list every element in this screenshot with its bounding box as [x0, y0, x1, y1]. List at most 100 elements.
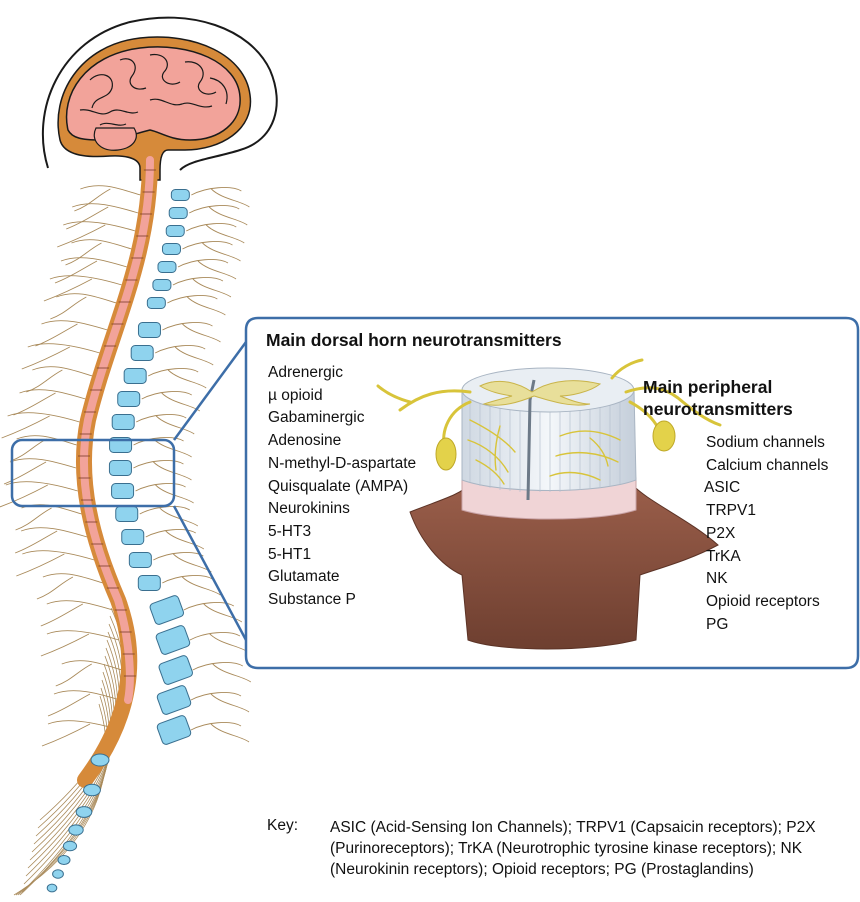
- nerve-left: [44, 276, 122, 301]
- cauda-equina-nerve: [14, 704, 106, 895]
- list-item: P2X: [706, 523, 828, 546]
- vertebra: [169, 208, 187, 219]
- list-item: Glutamate: [268, 566, 416, 589]
- list-item: 5-HT1: [268, 544, 416, 567]
- list-item: PG: [706, 614, 828, 637]
- nerve-right: [193, 663, 251, 682]
- key-text: ASIC (Acid-Sensing Ion Channels); TRPV1 …: [330, 817, 858, 880]
- nerve-left: [57, 222, 135, 247]
- nerve-right: [184, 603, 242, 622]
- peripheral-title: Main peripheral neurotransmitters: [643, 376, 843, 420]
- list-item: 5-HT3: [268, 521, 416, 544]
- ganglion-left: [436, 438, 456, 470]
- vertebra: [138, 323, 160, 338]
- nerve-right: [190, 633, 248, 652]
- vertebra: [147, 298, 165, 309]
- sacral-vertebra: [58, 856, 70, 865]
- nerve-right: [153, 553, 211, 572]
- vertebra: [131, 346, 153, 361]
- nerve-right: [173, 278, 231, 297]
- sacral-vertebra: [63, 841, 76, 851]
- nerve-left: [41, 601, 113, 626]
- nerve-right: [191, 188, 249, 207]
- dorsal-horn-title: Main dorsal horn neurotransmitters: [266, 330, 562, 351]
- nerve-right: [191, 723, 249, 742]
- vertebra: [156, 685, 192, 716]
- vertebra: [171, 190, 189, 201]
- vertebra: [158, 262, 176, 273]
- list-item: µ opioid: [268, 385, 416, 408]
- nerve-right: [155, 346, 213, 365]
- nerve-left: [4, 459, 76, 484]
- vertebra: [138, 576, 160, 591]
- vertebra: [166, 226, 184, 237]
- nerve-right: [142, 392, 200, 411]
- sacral-vertebra: [91, 754, 109, 766]
- nerve-right: [140, 507, 198, 526]
- peripheral-title-line2: neurotransmitters: [643, 398, 843, 420]
- vertebra: [153, 280, 171, 291]
- vertebra: [112, 484, 134, 499]
- list-item: Substance P: [268, 589, 416, 612]
- ganglion-right: [653, 421, 675, 451]
- vertebra: [109, 461, 131, 476]
- nerve-right: [148, 369, 206, 388]
- list-item: TRPV1: [706, 500, 828, 523]
- vertebra: [149, 595, 185, 626]
- list-item: Gabaminergic: [268, 407, 416, 430]
- sacral-vertebra: [53, 870, 64, 878]
- vertebra: [122, 530, 144, 545]
- sacral-vertebra: [69, 825, 83, 835]
- nerve-right: [167, 296, 225, 315]
- callout-connector-bottom: [174, 506, 246, 640]
- vertebra: [112, 415, 134, 430]
- vertebra: [162, 244, 180, 255]
- key-label: Key:: [267, 817, 298, 835]
- vertebra: [116, 507, 138, 522]
- list-item: Sodium channels: [706, 432, 828, 455]
- nerve-left: [26, 367, 92, 392]
- vertebra: [158, 655, 194, 686]
- vertebra: [156, 715, 192, 746]
- vertebra: [155, 625, 191, 656]
- sacral-vertebra: [47, 884, 57, 892]
- nerve-right: [189, 206, 247, 225]
- nerve-right: [186, 224, 244, 243]
- nerve-left: [35, 321, 107, 346]
- nerve-right: [182, 242, 240, 261]
- list-item: TrKA: [706, 546, 828, 569]
- sacral-vertebra: [84, 784, 101, 795]
- nerve-right: [133, 461, 191, 480]
- dorsal-neurotransmitter-list: Adrenergic µ opioid Gabaminergic Adenosi…: [268, 362, 416, 612]
- vertebra: [124, 369, 146, 384]
- nerve-left: [50, 294, 116, 319]
- sacral-vertebra: [76, 807, 92, 818]
- nerve-right: [178, 260, 236, 279]
- nerve-left: [15, 528, 87, 553]
- nerve-left: [14, 390, 86, 415]
- nerve-right: [191, 693, 249, 712]
- list-item: Adrenergic: [268, 362, 416, 385]
- list-item: Neurokinins: [268, 498, 416, 521]
- nerve-left: [2, 413, 80, 438]
- nerve-left: [22, 344, 100, 369]
- list-item: ASIC: [704, 477, 828, 500]
- nerve-left: [65, 240, 131, 265]
- nerve-right: [136, 484, 194, 503]
- vertebra: [118, 392, 140, 407]
- nerve-left: [16, 551, 94, 576]
- nerve-right: [162, 323, 220, 342]
- nerve-left: [37, 574, 103, 599]
- list-item: Quisqualate (AMPA): [268, 476, 416, 499]
- vertebra: [129, 553, 151, 568]
- nerve-left: [66, 204, 138, 229]
- list-item: Adenosine: [268, 430, 416, 453]
- nerve-left: [16, 505, 82, 530]
- callout-connector-top: [174, 342, 246, 440]
- list-item: N-methyl-D-aspartate: [268, 453, 416, 476]
- list-item: Calcium channels: [706, 455, 828, 478]
- peripheral-neurotransmitter-list: Sodium channels Calcium channels ASIC TR…: [706, 432, 828, 636]
- list-item: Opioid receptors: [706, 591, 828, 614]
- peripheral-title-line1: Main peripheral: [643, 376, 843, 398]
